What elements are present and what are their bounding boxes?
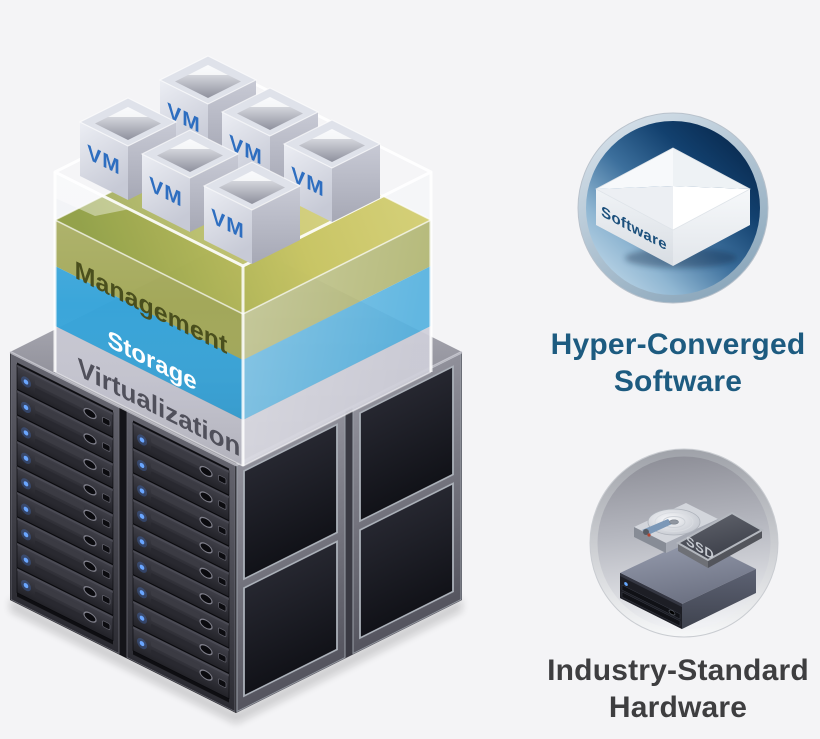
server-bay	[16, 414, 114, 489]
drive-latch	[218, 678, 227, 688]
drive-handle	[83, 484, 97, 496]
ssd-icon: SSD	[675, 511, 765, 568]
drive-latch	[102, 595, 111, 605]
server-bay	[132, 625, 230, 700]
drive-handle	[199, 593, 213, 605]
drive-handle	[83, 407, 97, 420]
server-bay	[132, 600, 230, 674]
drive-handle	[199, 567, 213, 579]
server-bay	[16, 491, 114, 565]
hardware-title: Industry-Standard Hardware	[537, 652, 819, 726]
rack-side-panel	[359, 365, 454, 523]
status-led	[139, 488, 145, 494]
drive-handle	[199, 516, 213, 529]
status-led	[23, 557, 29, 563]
status-led	[23, 506, 29, 512]
status-led	[23, 404, 29, 411]
drive-handle	[83, 433, 97, 445]
status-led	[624, 581, 628, 587]
drive-handle	[199, 618, 213, 630]
server-rack-tower	[126, 410, 236, 713]
status-led	[139, 641, 145, 647]
drive-latch	[218, 576, 227, 587]
server-bay	[132, 523, 230, 598]
drive-latch	[102, 569, 111, 580]
drive-handle	[83, 458, 97, 471]
software-title: Hyper-Converged Software	[537, 326, 819, 400]
server-rack-tower	[10, 352, 120, 655]
rack-side-panel	[243, 540, 338, 698]
server-bay	[132, 472, 230, 547]
drive-handle	[83, 585, 97, 598]
status-led	[139, 590, 145, 596]
status-led	[23, 379, 29, 385]
status-led	[139, 615, 145, 621]
hardware-title-line1: Industry-Standard	[547, 654, 809, 687]
server-bay	[16, 364, 114, 438]
drive-latch	[102, 416, 111, 427]
server-bay	[132, 574, 230, 649]
drive-latch	[102, 442, 111, 452]
status-led	[139, 462, 145, 469]
server-bay	[16, 542, 114, 616]
status-led	[23, 532, 29, 538]
hdd-actuator-arm	[642, 519, 672, 535]
drive-latch	[102, 493, 111, 503]
drive-handle	[83, 560, 97, 572]
software-stack: Management Storage Virtualization	[53, 55, 433, 467]
software-badge: Software	[577, 112, 769, 304]
drive-handle	[199, 669, 213, 681]
server-bay	[16, 440, 114, 514]
software-title-line2: Software	[613, 365, 743, 398]
status-led	[23, 583, 29, 589]
status-led	[23, 430, 29, 436]
server-bay	[16, 516, 114, 591]
server-rack	[9, 239, 463, 724]
software-box: Software	[595, 147, 751, 266]
status-led	[139, 539, 145, 545]
hdd-spindle	[669, 519, 679, 525]
server-bay	[132, 549, 230, 623]
server-bay	[132, 498, 230, 572]
drive-latch	[218, 500, 227, 510]
drive-handle	[83, 535, 97, 547]
drive-latch	[218, 525, 227, 536]
drive-latch	[218, 551, 227, 561]
server-bay	[132, 447, 230, 522]
hardware-title-line2: Hardware	[608, 691, 748, 724]
drive-latch	[102, 467, 111, 478]
server-bay	[132, 422, 230, 496]
rack-side-tower	[236, 410, 346, 713]
status-led	[139, 564, 145, 570]
status-led	[23, 455, 29, 461]
rack-side-panel	[359, 482, 454, 640]
drive-handle	[199, 643, 213, 656]
drive-latch	[218, 627, 227, 638]
drive-latch	[102, 620, 111, 630]
drive-latch	[102, 544, 111, 554]
server-bay	[16, 389, 114, 464]
drive-latch	[102, 518, 111, 529]
hardware-badge: SSD	[589, 448, 779, 638]
status-led	[23, 481, 29, 487]
hci-stack-illustration: VM	[9, 55, 463, 724]
server-bay	[16, 465, 114, 540]
status-led	[139, 437, 145, 443]
drive-handle	[83, 509, 97, 521]
software-title-line1: Hyper-Converged	[550, 328, 806, 361]
rack-side-tower	[352, 352, 462, 655]
drive-handle	[199, 491, 213, 503]
drive-latch	[218, 602, 227, 612]
drive-handle	[199, 465, 213, 478]
drive-latch	[218, 653, 227, 663]
server-bay	[16, 567, 114, 642]
status-led	[139, 513, 145, 519]
rack-side-panel	[243, 423, 338, 581]
drive-handle	[199, 542, 213, 554]
drive-latch	[218, 474, 227, 485]
drive-handle	[83, 611, 97, 623]
